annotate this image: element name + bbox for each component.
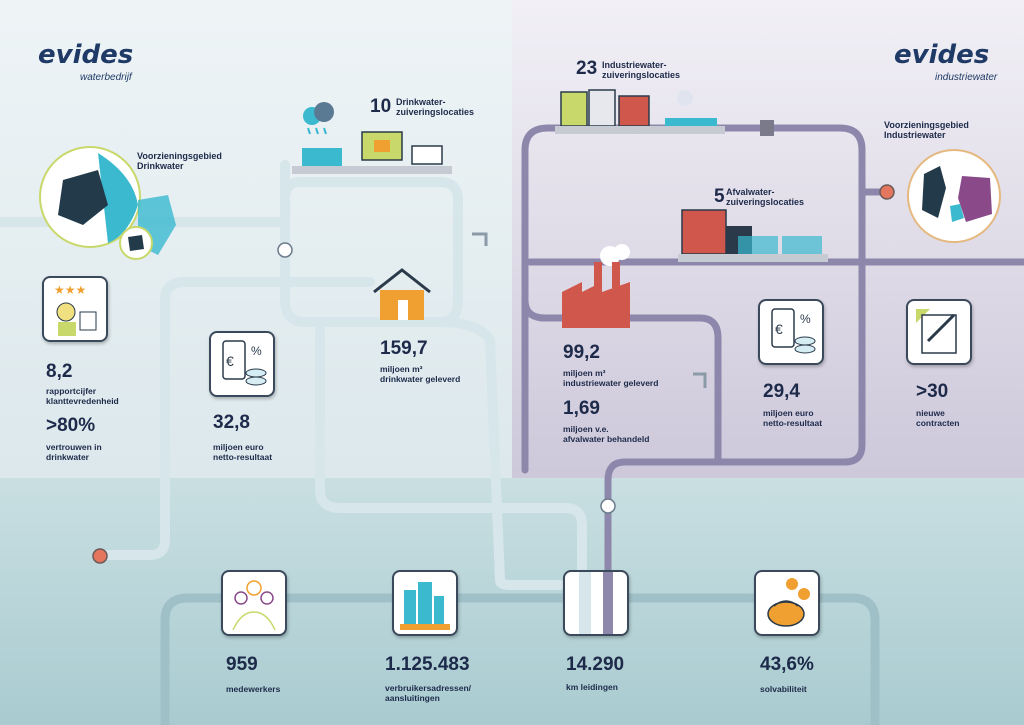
- solvency-label: solvabiliteit: [760, 684, 807, 694]
- trust-label: vertrouwen in drinkwater: [46, 442, 102, 462]
- drinkwater-delivered-label: miljoen m³ drinkwater geleverd: [380, 364, 461, 384]
- industriewater-delivered-label: miljoen m³ industriewater geleverd: [563, 368, 659, 388]
- addresses-value: 1.125.483: [385, 654, 470, 675]
- pipes-card: [563, 570, 629, 636]
- evides-logo-right: evides: [894, 40, 990, 70]
- evides-logo-left: evides: [38, 40, 134, 70]
- factory-icon: [562, 244, 630, 328]
- industriewater-region-label: Voorzieningsgebied Industriewater: [884, 120, 969, 140]
- industriewater-map-icon: [907, 149, 1001, 243]
- pipe-icon: [579, 572, 613, 634]
- addresses-card: [392, 570, 458, 636]
- drinkwater-plants-count: 10: [370, 96, 392, 117]
- satisfaction-label: rapportcijfer klanttevredenheid: [46, 386, 119, 406]
- employees-value: 959: [226, 654, 258, 675]
- purse-coins-icon: [767, 578, 810, 627]
- svg-text:★★★: ★★★: [54, 283, 86, 297]
- waste-treated-label: miljoen v.e. afvalwater behandeld: [563, 424, 650, 444]
- trust-value: >80%: [46, 415, 96, 436]
- drinkwater-result-value: 32,8: [213, 412, 250, 433]
- drinkwater-result-label: miljoen euro netto-resultaat: [213, 442, 273, 462]
- industriewater-delivered-value: 99,2: [563, 342, 600, 363]
- svg-text:€: €: [226, 353, 234, 369]
- house-icon: [373, 268, 431, 320]
- logo-sub-left: waterbedrijf: [80, 72, 132, 83]
- svg-text:%: %: [251, 344, 262, 358]
- drinkwater-plants-label: Drinkwater- zuiveringslocaties: [396, 97, 475, 117]
- industriewater-result-card: € %: [758, 299, 824, 365]
- satisfaction-value: 8,2: [46, 361, 73, 382]
- logo-sub-right: industriewater: [935, 72, 998, 83]
- waste-treated-value: 1,69: [563, 398, 600, 419]
- waste-label: Afvalwater- zuiveringslocaties: [726, 187, 805, 207]
- buildings-icon: [400, 582, 450, 630]
- pipes-value: 14.290: [566, 654, 625, 675]
- drinkwater-delivered-value: 159,7: [380, 338, 428, 359]
- svg-text:€: €: [775, 321, 783, 337]
- rating-stars-icon: ★★★: [54, 283, 97, 336]
- euro-phone-icon: € %: [222, 340, 267, 386]
- industriewater-result-label: miljoen euro netto-resultaat: [763, 408, 823, 428]
- euro-phone-icon: € %: [771, 308, 816, 354]
- waste-plant-icon: [678, 209, 828, 262]
- drinkwater-map-icon: [39, 146, 176, 260]
- drinkwater-plant-icon: [292, 102, 452, 174]
- industriewater-plant-icon: [555, 89, 725, 134]
- contracts-label: nieuwe contracten: [916, 408, 960, 428]
- drinkwater-result-card: € %: [209, 331, 275, 397]
- gauge-icon: [277, 242, 616, 514]
- svg-text:%: %: [800, 312, 811, 326]
- waste-count: 5: [714, 186, 725, 207]
- contracts-card: [906, 299, 972, 365]
- employees-label: medewerkers: [226, 684, 281, 694]
- employees-card: [221, 570, 287, 636]
- people-icon: [232, 580, 276, 631]
- solvency-card: [754, 570, 820, 636]
- contract-pen-icon: [916, 309, 957, 354]
- drinkwater-region-label: Voorzieningsgebied Drinkwater: [137, 151, 222, 171]
- industriewater-plants-count: 23: [576, 58, 598, 79]
- industriewater-result-value: 29,4: [763, 381, 800, 402]
- solvency-value: 43,6%: [760, 654, 814, 675]
- industriewater-plants-label: Industriewater- zuiveringslocaties: [602, 60, 681, 80]
- contracts-value: >30: [916, 381, 949, 402]
- addresses-label: verbruikersadressen/ aansluitingen: [385, 683, 471, 703]
- rating-card: ★★★: [42, 276, 108, 342]
- pipes-label: km leidingen: [566, 682, 618, 692]
